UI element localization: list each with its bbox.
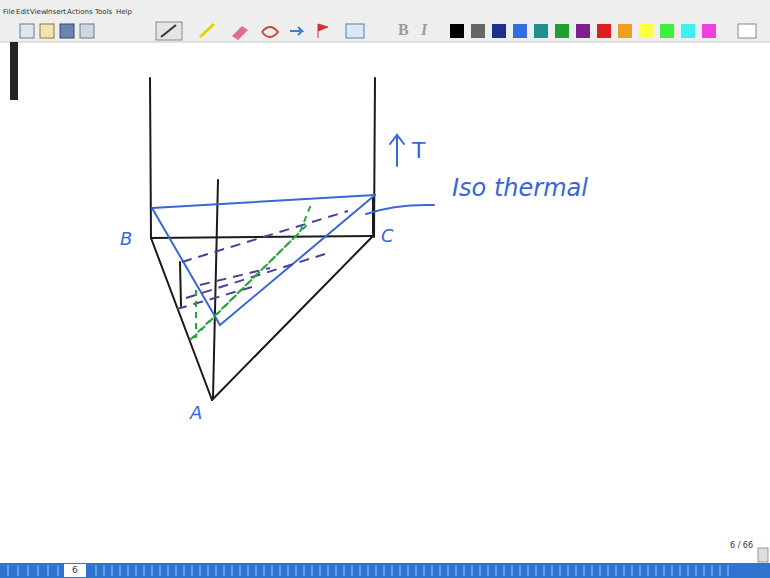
menu-item: View — [30, 9, 47, 16]
page-number: 6 — [72, 566, 78, 575]
isothermal-label: Iso thermal — [452, 176, 588, 200]
temperature-arrow — [390, 135, 404, 166]
phase-boundary — [190, 202, 312, 340]
menu-item: Help — [116, 9, 132, 16]
tie-lines — [177, 211, 348, 309]
isothermal-plane — [152, 195, 434, 325]
menu-item: Edit — [16, 9, 30, 16]
menu-item: Insert — [46, 9, 66, 16]
menu-item: Tools — [95, 9, 112, 16]
vertex-label: C — [381, 227, 394, 245]
page-counter: 6 / 66 — [730, 542, 753, 550]
toolbar — [0, 0, 770, 42]
page-bar — [0, 563, 770, 578]
color-palette — [450, 24, 756, 38]
prism-outline — [150, 78, 375, 400]
bold-button: B — [398, 22, 409, 38]
italic-button: I — [421, 22, 427, 38]
menu-item: Actions — [67, 9, 93, 16]
vertex-label: B — [120, 230, 132, 248]
toolbar-icons — [20, 22, 364, 40]
menu-item: File — [3, 9, 15, 16]
temperature-label: T — [412, 140, 425, 162]
vertex-label: A — [190, 404, 202, 422]
